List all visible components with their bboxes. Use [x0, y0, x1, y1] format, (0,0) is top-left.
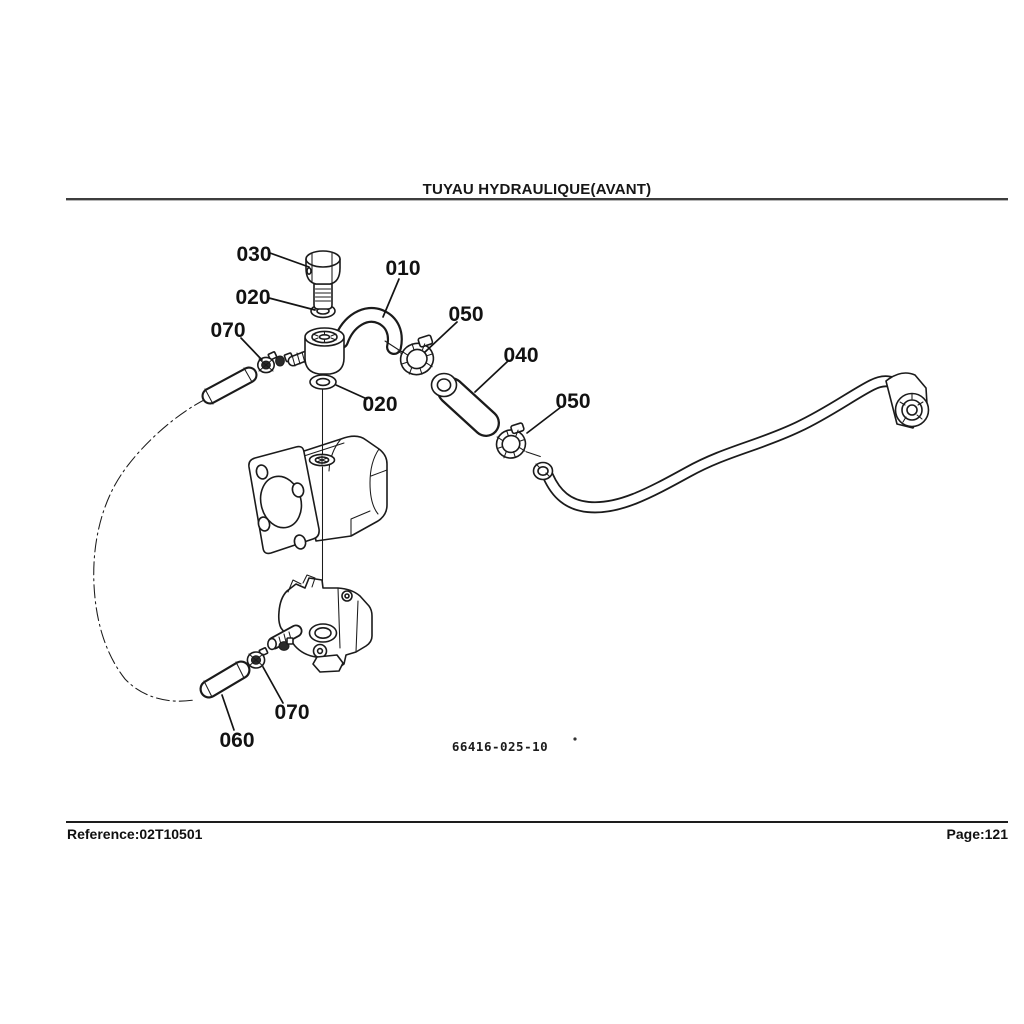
- pipe-010: [333, 306, 407, 358]
- washer-020-lower: [309, 374, 337, 390]
- banjo-fitting: [287, 327, 345, 375]
- banjo-bolt-030: [305, 250, 341, 310]
- hose-upper-segment: [201, 366, 258, 405]
- hose-clamp-070-lower: [246, 647, 269, 669]
- hose-clamp-070-upper: [256, 351, 294, 374]
- callout-020-upper: 020: [235, 286, 270, 309]
- callout-020-lower: 020: [362, 393, 397, 416]
- valve-hose-barb: [266, 624, 303, 651]
- page-title: TUYAU HYDRAULIQUE(AVANT): [422, 181, 652, 198]
- pipe-ferrule: [532, 461, 554, 481]
- pump-body: [248, 435, 388, 555]
- stray-mark: [573, 737, 577, 741]
- callout-030: 030: [236, 243, 271, 266]
- hose-loop-line: [93, 398, 207, 702]
- drawing-number: 66416-025-10: [452, 739, 548, 754]
- valve-hex-plug: [312, 654, 344, 673]
- hose-060: [199, 660, 251, 699]
- valve-body: [266, 574, 373, 673]
- callout-040: 040: [503, 344, 538, 367]
- callout-070-upper: 070: [210, 319, 245, 342]
- header-rule: [66, 198, 1008, 201]
- footer-rule: [66, 821, 1008, 823]
- footer-page-number: Page:121: [946, 826, 1008, 842]
- footer-reference: Reference:02T10501: [67, 826, 203, 842]
- callout-labels: 030 020 070 010 050 040 050 020 070 060: [210, 243, 590, 752]
- callout-010: 010: [385, 257, 420, 280]
- hose-clamp-050-upper: [399, 334, 435, 376]
- pipe-end-fitting: [885, 372, 930, 429]
- pump-mount-flange: [248, 445, 320, 555]
- hose-040: [430, 372, 500, 437]
- callout-050-upper: 050: [448, 303, 483, 326]
- callout-070-lower: 070: [274, 701, 309, 724]
- hose-clamp-050-lower: [495, 422, 541, 459]
- long-pipe: [542, 372, 930, 514]
- callout-leaders: [221, 252, 562, 731]
- barb-nut: [278, 637, 294, 651]
- callout-050-lower: 050: [555, 390, 590, 413]
- fitting-barb: [287, 350, 312, 367]
- callout-060: 060: [219, 729, 254, 752]
